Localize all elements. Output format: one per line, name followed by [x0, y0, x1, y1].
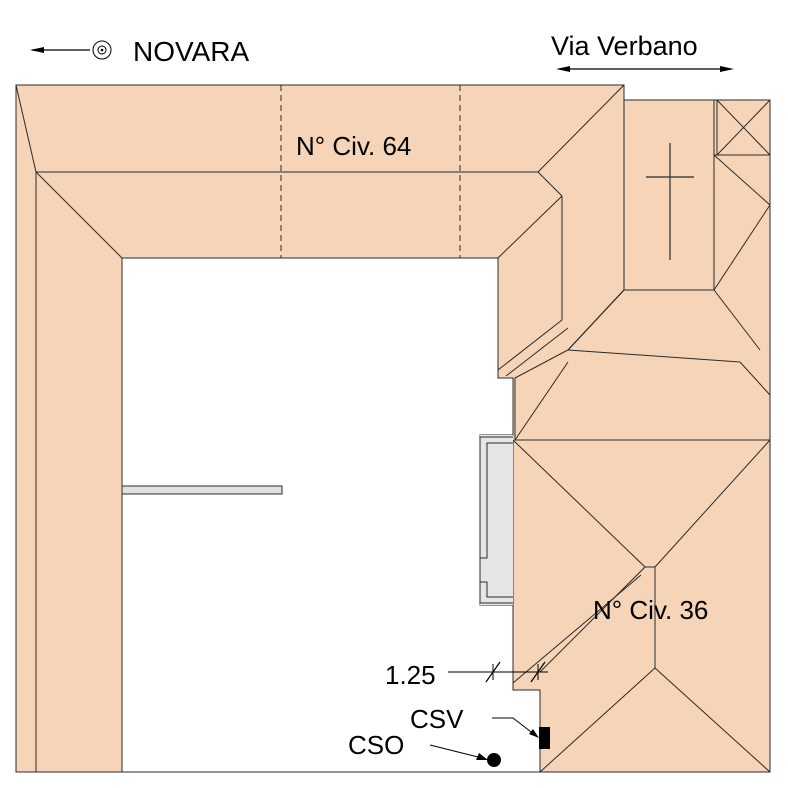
hip-lower-5: [539, 667, 656, 773]
civic-number-36: N° Civ. 36: [593, 595, 708, 625]
novara-label: NOVARA: [133, 36, 249, 67]
gate-bracket: [479, 435, 513, 605]
gutter-diag-2: [505, 327, 569, 377]
csv-leader: [492, 717, 536, 736]
cso-leader-arrow: [476, 753, 488, 760]
gutter-lower: [512, 574, 642, 684]
arrow-left-head: [30, 47, 44, 53]
gutter-diag: [497, 319, 563, 371]
roof-plan: [15, 84, 771, 773]
csv-marker: [539, 727, 550, 749]
csv-label: CSV: [410, 704, 464, 734]
hip-lower-4: [654, 667, 771, 773]
ridge-top: [15, 84, 625, 173]
side-block-diag2: [713, 204, 771, 291]
hip-right-inner: [497, 195, 563, 259]
crossed-box-icon: [716, 99, 771, 156]
side-block-hip1: [713, 289, 761, 351]
cso-marker: [487, 753, 501, 767]
side-block-inner: [623, 100, 715, 291]
cso-label: CSO: [348, 730, 404, 760]
cross-icon: [646, 143, 694, 260]
dimension-value: 1.25: [385, 660, 436, 690]
target-circle-icon: [92, 40, 112, 60]
side-block-ridge: [739, 361, 771, 396]
civic-number-64: N° Civ. 64: [296, 131, 411, 161]
side-block-diag1: [713, 154, 771, 206]
side-block-hip2: [567, 349, 741, 363]
hip-lower-2: [654, 439, 771, 568]
double-arrow-icon: [556, 66, 734, 72]
hip-top-left: [35, 171, 123, 259]
hip-lower-3: [539, 566, 646, 673]
courtyard-bar: [121, 485, 283, 495]
novara-direction: NOVARA: [30, 36, 249, 67]
via-verbano-label: Via Verbano: [551, 31, 698, 61]
csv-leader-arrow: [529, 729, 539, 738]
hip-top-right: [537, 171, 563, 197]
hip-lower-1: [512, 439, 646, 568]
via-verbano-direction: Via Verbano: [551, 31, 734, 72]
dimension-line: [448, 661, 548, 683]
courtyard: [121, 257, 541, 773]
cso-leader: [429, 744, 483, 759]
side-block-hip3: [567, 289, 625, 351]
side-block-eave: [514, 361, 569, 441]
